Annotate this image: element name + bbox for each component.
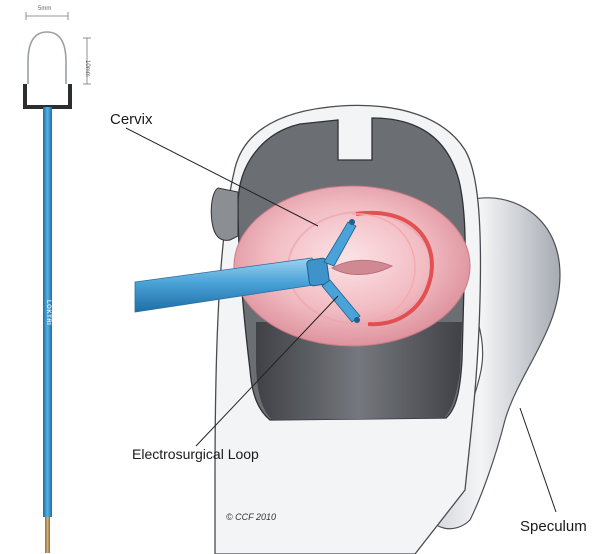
dimension-width-label: 5mm xyxy=(38,6,51,12)
electrode-instrument xyxy=(25,12,91,553)
brand-label: LOKTRI xyxy=(45,300,51,325)
electrosurgical-loop-label: Electrosurgical Loop xyxy=(132,446,259,462)
speculum-knob xyxy=(211,188,238,240)
dimension-width-line xyxy=(26,12,68,20)
dimension-height-label: 10mm xyxy=(84,60,90,77)
speculum-label: Speculum xyxy=(520,518,587,535)
speculum-leader xyxy=(520,408,556,512)
loop-holder xyxy=(25,84,70,107)
cervix-label: Cervix xyxy=(110,111,153,128)
copyright-label: © CCF 2010 xyxy=(226,512,276,522)
loop-wire xyxy=(28,32,66,84)
electrode-tip xyxy=(45,517,50,553)
